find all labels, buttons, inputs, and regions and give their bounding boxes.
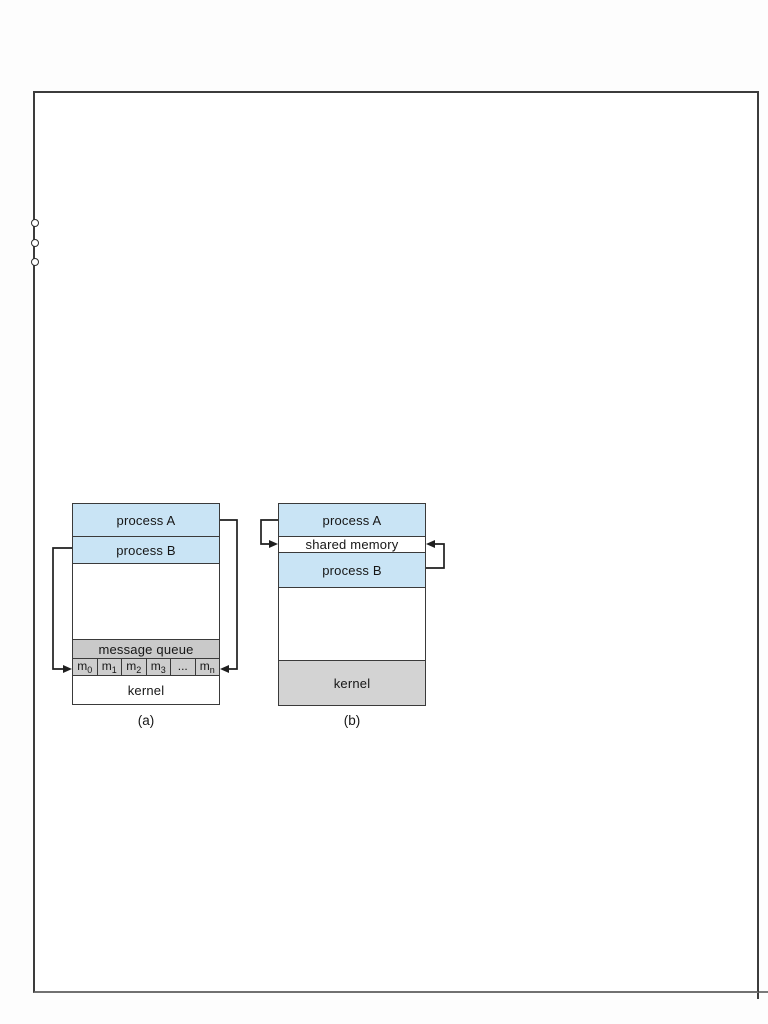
queue-cell-label: m3 [150, 658, 166, 675]
process-b-box: process B [279, 553, 425, 588]
shared-memory-label: shared memory [305, 537, 399, 552]
page-border-artifact [757, 993, 759, 999]
queue-cell-ellipsis: ... [170, 659, 195, 675]
process-b-label: process B [322, 562, 382, 578]
queue-cell-label: m1 [101, 658, 117, 675]
page-border-artifact [759, 991, 768, 993]
queue-cell: mn [194, 658, 219, 675]
empty-region [73, 564, 219, 640]
queue-cell-label: mn [199, 658, 215, 675]
binder-hole [31, 239, 39, 247]
kernel-label: kernel [127, 682, 165, 698]
shared-memory-box: shared memory [279, 537, 425, 553]
queue-cell-label: ... [177, 658, 188, 673]
kernel-box: kernel [279, 661, 425, 705]
arrow-process-b-to-shared-memory [426, 540, 445, 569]
kernel-box: kernel [73, 676, 219, 704]
process-a-label: process A [116, 512, 176, 528]
queue-cell: m1 [96, 658, 121, 675]
panel-b-caption: (b) [343, 713, 361, 728]
queue-cell-label: m2 [126, 658, 142, 675]
arrow-process-a-to-shared-memory [260, 519, 278, 548]
binder-hole [31, 219, 39, 227]
empty-region [279, 588, 425, 661]
arrow-process-b-to-message-queue [52, 547, 72, 673]
process-b-label: process B [116, 542, 176, 558]
message-queue-label: message queue [98, 641, 194, 657]
diagram-panel-b-shared-memory: process A shared memory process B kernel [278, 503, 426, 706]
diagram-panel-a-message-passing: process A process B message queue m0 m1 … [72, 503, 220, 705]
process-b-box: process B [73, 537, 219, 564]
kernel-label: kernel [333, 675, 371, 691]
message-queue-box: message queue [73, 640, 219, 659]
binder-hole [31, 258, 39, 266]
queue-cell: m3 [145, 658, 170, 675]
arrow-process-a-to-message-queue [220, 519, 238, 673]
queue-cell-label: m0 [77, 658, 93, 675]
process-a-label: process A [322, 512, 382, 528]
process-a-box: process A [279, 504, 425, 537]
queue-cell: m0 [73, 659, 97, 675]
queue-cell: m2 [121, 659, 146, 675]
page: process A process B message queue m0 m1 … [33, 91, 759, 993]
panel-a-caption: (a) [137, 713, 155, 728]
message-queue-cells-row: m0 m1 m2 m3 ... mn [73, 659, 219, 676]
process-a-box: process A [73, 504, 219, 537]
